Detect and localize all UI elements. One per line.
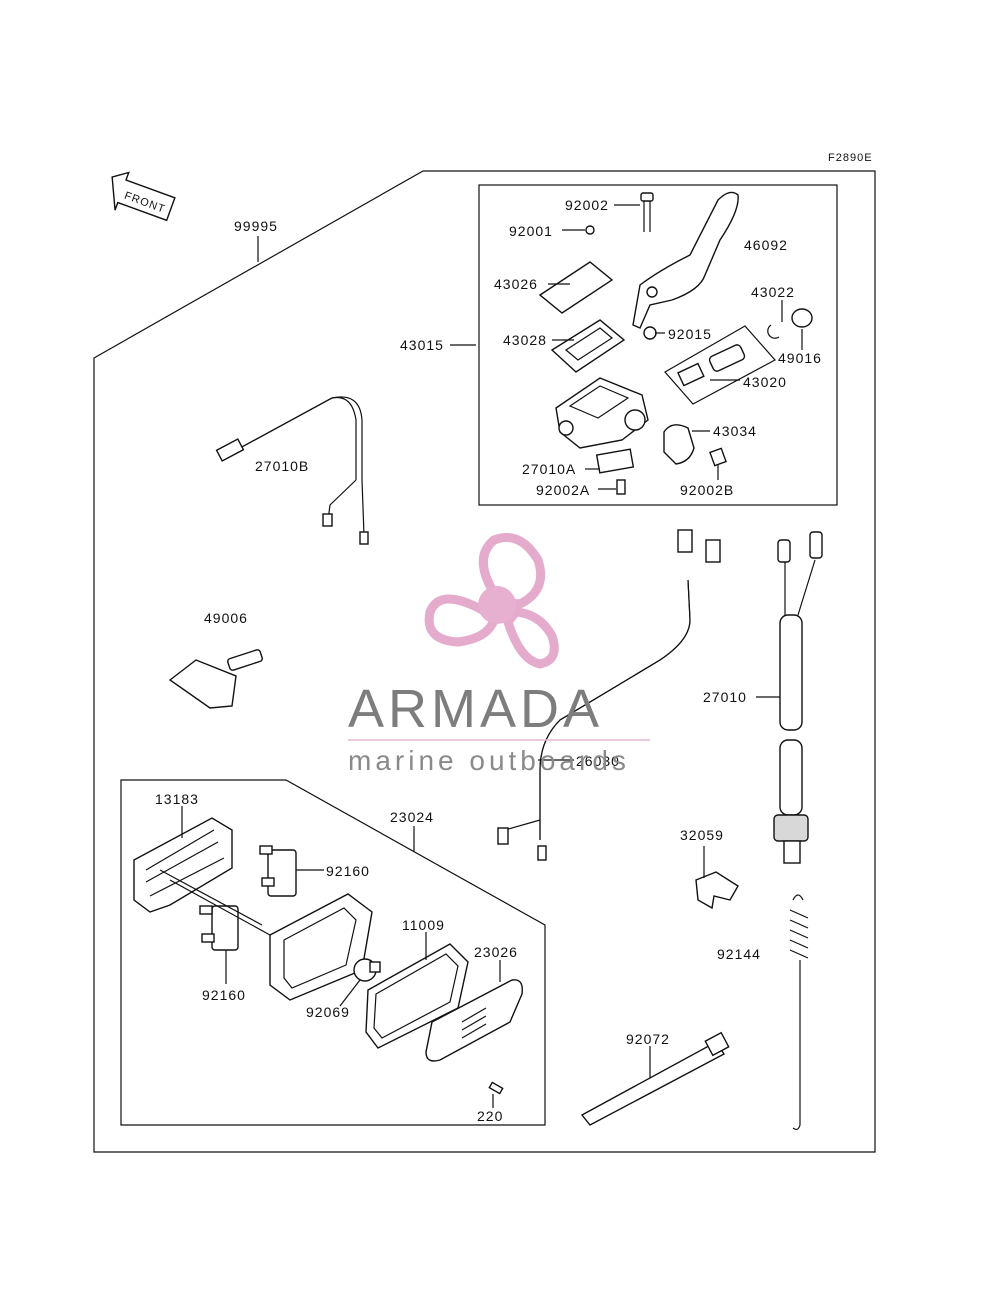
callout-32059: 32059 — [680, 827, 724, 843]
piston-kit-box — [664, 325, 776, 405]
callout-92144: 92144 — [717, 946, 761, 962]
cap-screw — [585, 225, 595, 235]
holder-clamp — [663, 424, 695, 465]
light-bracket-13183 — [133, 817, 233, 913]
master-cylinder-frame — [478, 184, 838, 506]
piston-spring — [677, 362, 705, 387]
bracket-32059 — [695, 871, 739, 910]
pivot-nut — [643, 326, 657, 340]
dust-boot — [791, 308, 813, 328]
watermark-brand: ARMADA — [348, 679, 603, 739]
lens-23026 — [425, 979, 523, 1062]
circlip — [767, 324, 780, 339]
callout-27010B: 27010B — [255, 458, 309, 474]
callout-92160-lower: 92160 — [202, 987, 246, 1003]
callout-23026: 23026 — [474, 944, 518, 960]
callout-43026: 43026 — [494, 276, 538, 292]
callout-92001: 92001 — [509, 223, 553, 239]
callout-92072: 92072 — [626, 1031, 670, 1047]
piston — [708, 344, 746, 372]
brake-lever — [632, 191, 739, 329]
brake-switch-27010 — [779, 614, 803, 731]
return-spring-92144 — [789, 894, 809, 1131]
callout-13183: 13183 — [155, 791, 199, 807]
callout-43022: 43022 — [751, 284, 795, 300]
leader-lines — [181, 204, 803, 1108]
cable-tie-92072 — [580, 1041, 726, 1126]
callout-43020: 43020 — [743, 374, 787, 390]
watermark-tagline: marine outboards — [348, 745, 630, 776]
callout-92160-upper: 92160 — [326, 863, 370, 879]
callout-11009: 11009 — [402, 917, 445, 933]
callout-26030: 26030 — [576, 753, 620, 769]
callout-92002: 92002 — [565, 197, 609, 213]
callout-23024: 23024 — [390, 809, 434, 825]
callout-220: 220 — [477, 1108, 503, 1124]
damper-92160b — [211, 905, 239, 951]
bolt-92002B — [709, 447, 727, 467]
outer-frame — [93, 170, 876, 1153]
lens-screw-220 — [488, 1081, 504, 1095]
switch-27010A — [595, 448, 635, 474]
figure-code: F2890E — [828, 152, 873, 164]
callout-27010A: 27010A — [522, 461, 576, 477]
watermark-logo-icon — [424, 533, 559, 669]
damper-92160a — [267, 849, 297, 897]
callout-99995: 99995 — [234, 218, 278, 234]
reservoir-diaphragm — [550, 319, 626, 373]
callout-46092: 46092 — [744, 237, 788, 253]
callout-92015: 92015 — [668, 326, 712, 342]
callout-43028: 43028 — [503, 332, 547, 348]
callout-27010: 27010 — [703, 689, 747, 705]
front-arrow-icon: FRONT — [111, 171, 176, 222]
screw-92002A — [616, 479, 626, 495]
tail-light-frame — [120, 779, 546, 1126]
callout-49016: 49016 — [778, 350, 822, 366]
callout-43015: 43015 — [400, 337, 444, 353]
switch-49006 — [168, 659, 237, 709]
callout-92069: 92069 — [306, 1004, 350, 1020]
reservoir-cap — [538, 261, 614, 314]
lever-bolt — [640, 192, 654, 202]
callout-43034: 43034 — [713, 423, 757, 439]
callout-92002A: 92002A — [536, 482, 590, 498]
callout-92002B: 92002B — [680, 482, 734, 498]
callout-49006: 49006 — [204, 610, 248, 626]
